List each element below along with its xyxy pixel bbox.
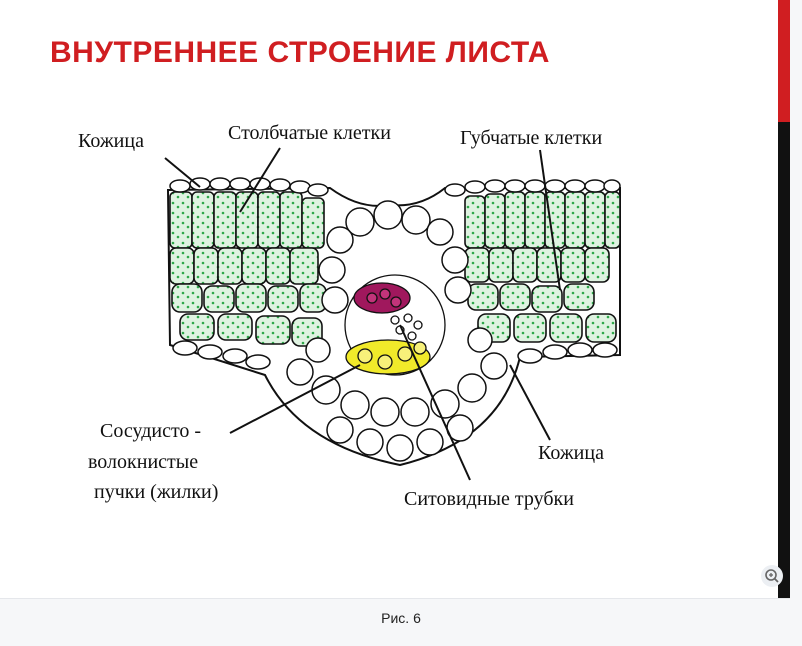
zoom-in-icon[interactable] <box>761 565 783 587</box>
leaf-cross-section <box>0 0 790 598</box>
label-spongy-cells: Губчатые клетки <box>460 127 602 150</box>
label-bundle-line1: Сосудисто - <box>100 420 201 443</box>
figure-caption: Рис. 6 <box>0 610 802 626</box>
vascular-bundle <box>345 275 445 375</box>
label-epidermis-top: Кожица <box>78 130 144 153</box>
label-bundle-line3: пучки (жилки) <box>94 481 218 504</box>
label-palisade-cells: Столбчатые клетки <box>228 122 391 145</box>
slide: ВНУТРЕННЕЕ СТРОЕНИЕ ЛИСТА <box>0 0 790 599</box>
label-epidermis-bottom: Кожица <box>538 442 604 465</box>
label-sieve-tubes: Ситовидные трубки <box>404 488 574 511</box>
label-bundle-line2: волокнистые <box>88 451 198 474</box>
